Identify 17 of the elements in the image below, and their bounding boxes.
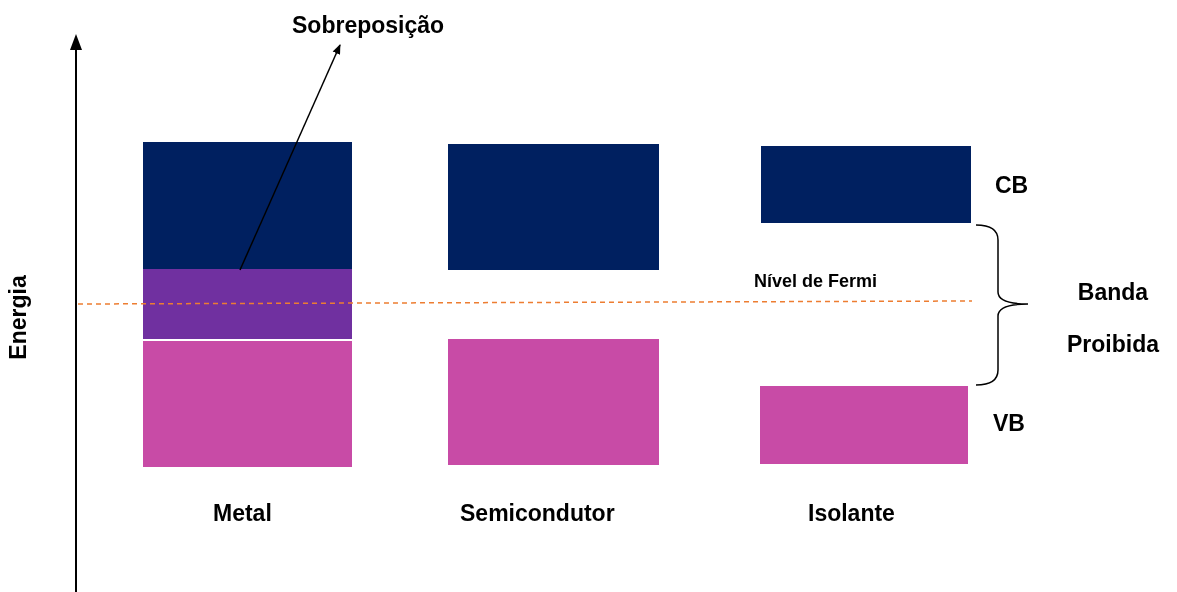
material-label: Metal <box>213 500 272 527</box>
valence-band <box>143 341 352 467</box>
leader-line <box>239 44 341 271</box>
band-gap-label: Banda Proibida <box>1066 278 1161 359</box>
band-label: VB <box>993 410 1025 437</box>
fermi-level-label: Nível de Fermi <box>754 271 878 292</box>
overlap-band <box>143 269 352 339</box>
conduction-band <box>761 146 971 223</box>
overlap-label: Sobreposição <box>292 12 445 39</box>
valence-band <box>448 339 659 465</box>
material-label: Semicondutor <box>460 500 615 527</box>
conduction-band <box>143 142 352 269</box>
material-label: Isolante <box>808 500 895 527</box>
conduction-band <box>448 144 659 270</box>
band-label: CB <box>995 172 1029 199</box>
valence-band <box>760 386 968 464</box>
axis-label: Energia <box>4 275 32 360</box>
